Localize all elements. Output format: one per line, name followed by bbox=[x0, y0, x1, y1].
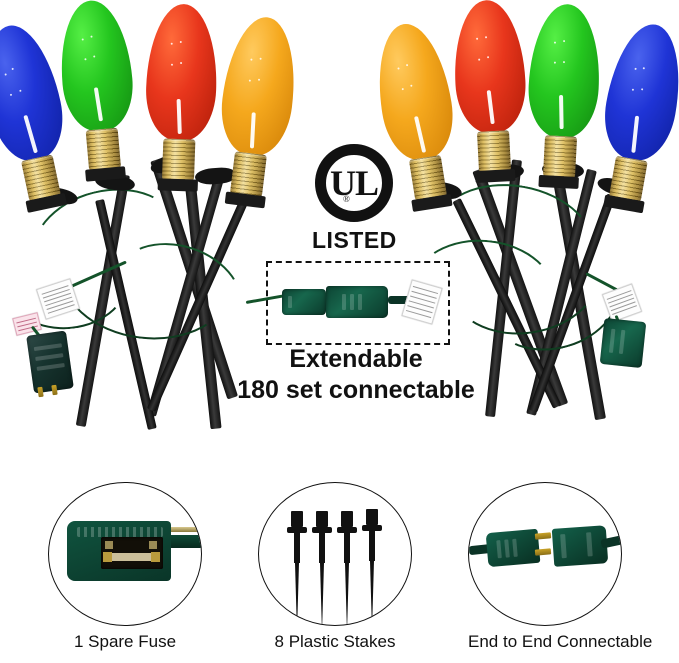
end-to-end-caption: End to End Connectable bbox=[468, 632, 653, 651]
bulb-blue-right bbox=[591, 18, 679, 214]
ul-letters: UL bbox=[329, 163, 379, 203]
fuse-contact-a bbox=[105, 541, 113, 549]
left-end-plug-group bbox=[8, 260, 128, 398]
fuse-cap-right bbox=[151, 552, 160, 562]
extendable-caption: Extendable 180 set connectable bbox=[236, 344, 476, 405]
end-to-end-circle bbox=[468, 482, 622, 626]
spare-fuse-caption: 1 Spare Fuse bbox=[73, 632, 177, 651]
cord-center-left bbox=[245, 294, 286, 304]
extendable-line2: 180 set connectable bbox=[237, 375, 475, 404]
fuse-contact-b bbox=[149, 541, 157, 549]
feature-spare-fuse: 1 Spare Fuse bbox=[48, 482, 202, 652]
end-to-end-prong-a bbox=[534, 532, 552, 540]
bulb-green-left bbox=[55, 0, 139, 182]
spare-fuse-circle bbox=[48, 482, 202, 626]
right-end-socket-group bbox=[576, 262, 676, 372]
inline-connector-female bbox=[326, 286, 388, 318]
bulb-red-left bbox=[143, 2, 220, 192]
bulb-red-right bbox=[451, 0, 530, 183]
male-plug-left bbox=[26, 330, 74, 394]
feature-plastic-stakes: 8 Plastic Stakes bbox=[258, 482, 412, 652]
extendable-line1: Extendable bbox=[289, 345, 423, 373]
plastic-stakes-caption: 8 Plastic Stakes bbox=[274, 632, 396, 651]
fuse-wire-strands bbox=[161, 527, 201, 532]
end-to-end-female-socket bbox=[551, 525, 609, 567]
registered-symbol: ® bbox=[343, 194, 350, 204]
ul-listed-label: LISTED bbox=[312, 227, 397, 253]
fuse-embossed-text bbox=[77, 527, 163, 537]
end-to-end-prong-b bbox=[534, 548, 552, 556]
bulb-amber-left bbox=[211, 13, 303, 209]
female-socket-right bbox=[599, 317, 647, 369]
right-bulb-cluster bbox=[369, 0, 679, 450]
fuse-cap-left bbox=[103, 552, 112, 562]
warning-tag-right bbox=[601, 283, 643, 323]
plastic-stakes-circle bbox=[258, 482, 412, 626]
feature-end-to-end: End to End Connectable bbox=[468, 482, 653, 652]
end-to-end-male-plug bbox=[485, 528, 541, 568]
ul-listed-mark: UL ® LISTED bbox=[312, 144, 396, 254]
center-connector-group bbox=[245, 279, 466, 325]
fuse-plug-body bbox=[67, 521, 171, 581]
ul-ring-icon: UL ® bbox=[315, 144, 393, 222]
bulb-green-right bbox=[524, 2, 603, 190]
extendable-highlight-box bbox=[266, 261, 450, 345]
fuse-glass-1 bbox=[107, 553, 155, 561]
fuse-compartment bbox=[101, 537, 163, 569]
inline-connector-male bbox=[282, 289, 326, 315]
